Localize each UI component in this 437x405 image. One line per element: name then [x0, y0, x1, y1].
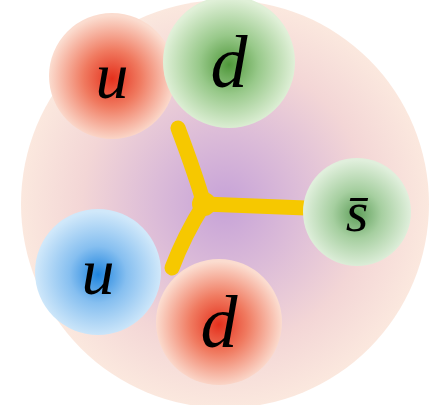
quark-label: d [211, 25, 248, 99]
quark-circle: u [35, 209, 161, 335]
quark-circle: s̄ [303, 158, 411, 266]
quark-label: u [82, 239, 115, 305]
quark-label: u [96, 43, 129, 109]
quark-label: s̄ [346, 183, 369, 241]
quark-fill [303, 158, 411, 266]
quark-label: d [201, 285, 238, 359]
quark-fill [49, 13, 175, 139]
quark-fill [35, 209, 161, 335]
quark-fill [156, 259, 282, 385]
quark-circle: d [156, 259, 282, 385]
quark-circle: u [49, 13, 175, 139]
gluon-junction [172, 128, 306, 268]
quark-fill [163, 0, 295, 128]
quark-circle: d [163, 0, 295, 128]
hadron-body [21, 0, 429, 405]
